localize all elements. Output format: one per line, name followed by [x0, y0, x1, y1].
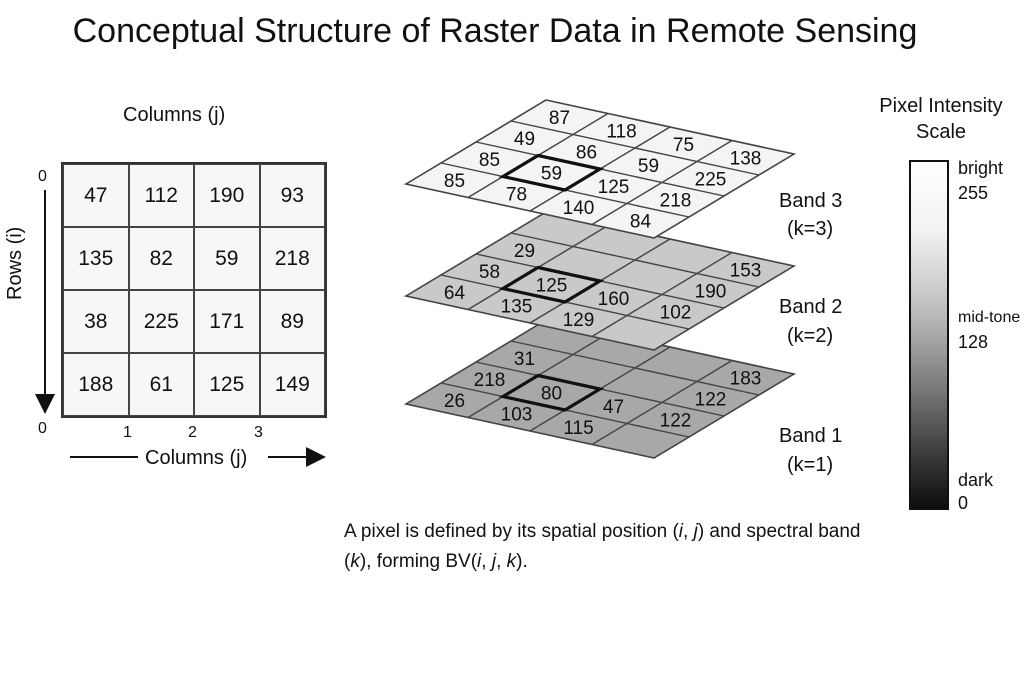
band-cell-value: 153 [730, 260, 762, 281]
band-cell-value: 86 [576, 142, 597, 163]
highlighted-pixel [498, 373, 605, 412]
page-title: Conceptual Structure of Raster Data in R… [72, 12, 918, 50]
row-tick-bottom: 0 [38, 420, 47, 437]
scale-bright-label: bright [958, 158, 1004, 178]
band-layer-3: 87 118 75 138 49 86 59 225 85 59 125 218 85 78 140 84 [403, 99, 797, 239]
scale-title: Pixel Intensity Scale [858, 93, 1024, 145]
grid-cell: 135 [63, 227, 129, 290]
band-cell-value: 125 [536, 275, 568, 296]
grid-cell: 190 [194, 164, 260, 227]
grid-cell: 47 [63, 164, 129, 227]
band-cell-value: 115 [563, 418, 593, 439]
caption: A pixel is defined by its spatial positi… [344, 521, 861, 572]
grid-cell: 218 [259, 227, 325, 290]
band-cell-value: 125 [598, 177, 630, 198]
band-cell-value: 29 [514, 241, 535, 262]
band-layer-1: 183 31 122 80 218 47 122 26 103 115 [403, 319, 797, 459]
band-cell-value: 135 [501, 296, 533, 317]
grid-line [591, 139, 733, 226]
band-cell-value: 138 [730, 148, 762, 169]
grid-cell: 149 [259, 353, 325, 416]
band-cell-value: 122 [695, 389, 727, 410]
grid-cell: 89 [259, 290, 325, 353]
band-cell-value: 75 [673, 135, 694, 156]
band1-k-label: (k=1) [787, 454, 834, 476]
band-layer-2: 153 29 190 125 58 160 102 64 135 129 [403, 211, 797, 351]
columns-top-label: Columns (j) [123, 104, 226, 126]
band3-k-label: (k=3) [787, 218, 834, 240]
grid-cell: 125 [194, 353, 260, 416]
band2-label: Band 2 [779, 296, 843, 318]
row-tick-top: 0 [38, 168, 47, 185]
grid-cell: 61 [128, 353, 194, 416]
band-cell-value: 49 [514, 129, 535, 150]
grid-cell: 93 [259, 164, 325, 227]
band-cell-value: 129 [563, 310, 595, 331]
grid-cell: 225 [128, 290, 194, 353]
band-cell-value: 225 [695, 169, 727, 190]
band-cell-value: 102 [660, 302, 692, 323]
col-tick-1: 1 [123, 424, 132, 441]
scale-dark-label: dark [958, 470, 994, 490]
band-cell-value: 190 [695, 281, 727, 302]
band-cell-value: 80 [541, 383, 562, 404]
scale-mid-value: 128 [958, 332, 989, 352]
highlighted-pixel [498, 265, 605, 304]
band3-label: Band 3 [779, 190, 843, 212]
band-cell-value: 122 [660, 410, 692, 431]
band-cell-value: 26 [444, 391, 465, 412]
scale-dark-value: 0 [958, 493, 969, 513]
band-cell-value: 218 [474, 370, 506, 391]
intensity-gradient-bar [909, 160, 949, 510]
grid-cell: 59 [194, 227, 260, 290]
band-cell-value: 103 [501, 404, 533, 425]
band-cell-value: 85 [444, 171, 465, 192]
band-cell-value: 218 [660, 190, 692, 211]
scale-title-line2: Scale [915, 121, 967, 143]
band-cell-value: 84 [630, 211, 652, 232]
col-tick-3: 3 [254, 424, 263, 441]
band-cell-value: 59 [638, 156, 659, 177]
scale-mid-label: mid-tone [958, 309, 1021, 326]
band-cell-value: 140 [563, 198, 595, 219]
band-cell-value: 85 [479, 150, 500, 171]
grid-line [591, 251, 733, 338]
band-cell-value: 78 [506, 184, 527, 205]
scale-bright-value: 255 [958, 183, 989, 203]
grid-line [591, 359, 733, 446]
columns-bottom-label: Columns (j) [145, 447, 248, 469]
band-cell-value: 64 [444, 283, 466, 304]
band2-k-label: (k=2) [787, 325, 834, 347]
band-cell-value: 160 [598, 289, 630, 310]
grid-cell: 82 [128, 227, 194, 290]
band-cell-value: 47 [603, 397, 624, 418]
band-cell-value: 118 [606, 121, 636, 142]
scale-title-line1: Pixel Intensity [879, 95, 1003, 117]
col-tick-2: 2 [188, 424, 197, 441]
grid-cell: 188 [63, 353, 129, 416]
band-cell-value: 31 [514, 349, 535, 370]
grid-cell: 171 [194, 290, 260, 353]
highlighted-pixel [498, 153, 605, 192]
band-cell-value: 58 [479, 262, 500, 283]
band1-label: Band 1 [779, 425, 843, 447]
band-cell-value: 183 [730, 368, 762, 389]
grid-cell: 38 [63, 290, 129, 353]
band-cell-value: 59 [541, 163, 562, 184]
grid-cell: 112 [128, 164, 194, 227]
band-cell-value: 87 [549, 108, 570, 129]
